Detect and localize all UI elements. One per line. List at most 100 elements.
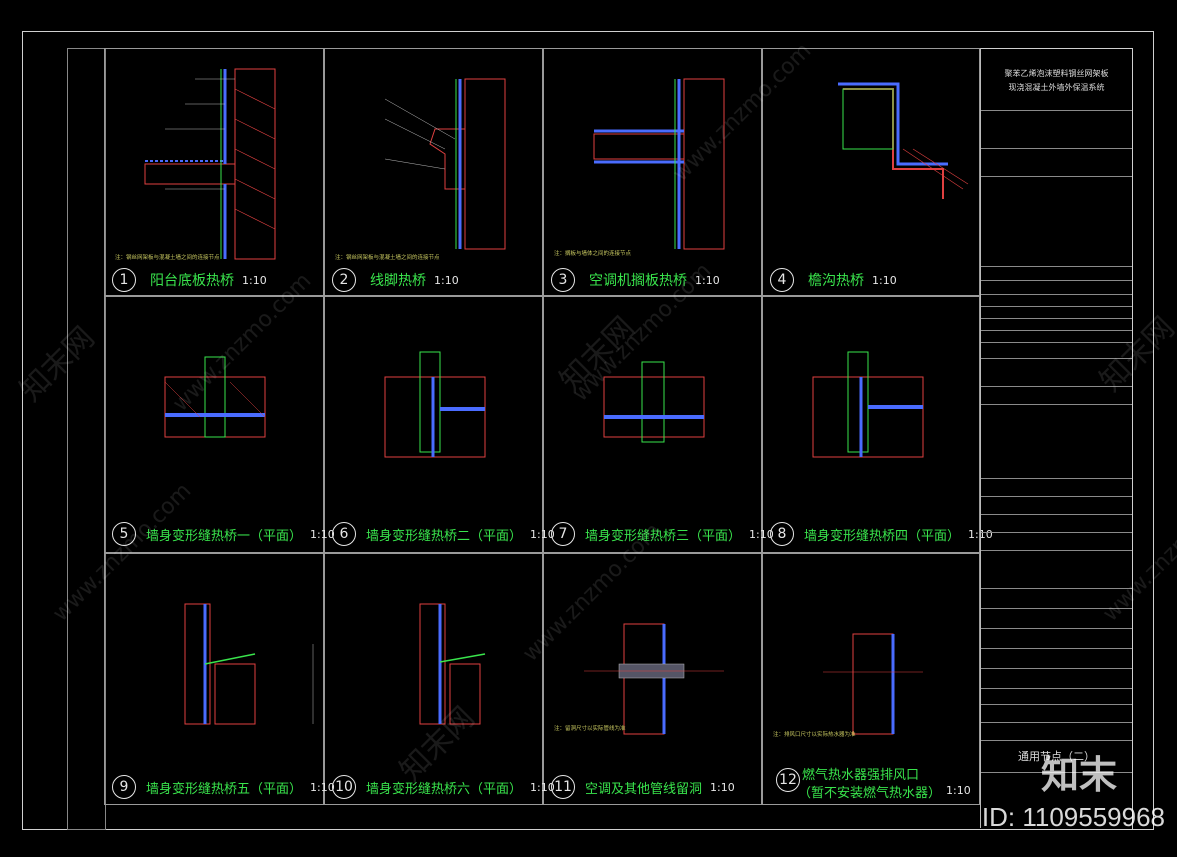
detail-title-row-1: 1 阳台底板热桥 1:10 bbox=[104, 267, 324, 293]
detail-number-7: 7 bbox=[551, 522, 575, 546]
detail-title-8: 墙身变形缝热桥四（平面） bbox=[804, 528, 961, 544]
binding-strip bbox=[67, 48, 106, 830]
detail-title-row-7: 7 墙身变形缝热桥三（平面） 1:10 bbox=[543, 521, 774, 547]
title-block-row bbox=[981, 550, 1132, 551]
detail-drawing-7 bbox=[603, 361, 705, 443]
detail-cell-11: 注：留洞尺寸以实际管线为准 bbox=[543, 553, 762, 805]
title-block-row bbox=[981, 772, 1132, 773]
detail-title-row-5: 5 墙身变形缝热桥一（平面） 1:10 bbox=[104, 521, 335, 547]
title-block-row bbox=[981, 318, 1132, 319]
detail-scale-6: 1:10 bbox=[530, 527, 555, 541]
detail-scale-3: 1:10 bbox=[695, 273, 720, 287]
detail-drawing-11 bbox=[584, 623, 724, 735]
detail-title-row-11: 11 空调及其他管线留洞 1:10 bbox=[543, 774, 762, 800]
detail-title-row-9: 9 墙身变形缝热桥五（平面） 1:10 bbox=[104, 774, 335, 800]
detail-title-12: 燃气热水器强排风口 bbox=[802, 768, 920, 783]
title-block-row bbox=[981, 722, 1132, 723]
detail-title-row-2: 2 线脚热桥 1:10 bbox=[324, 267, 543, 293]
detail-note-1: 注：钢丝网架板与混凝土墙之间的连接节点 bbox=[115, 255, 220, 261]
title-block-row bbox=[981, 294, 1132, 295]
detail-note-3: 注：搁板与墙体之间的连接节点 bbox=[554, 251, 632, 257]
detail-number-9: 9 bbox=[112, 775, 136, 799]
title-block-row bbox=[981, 110, 1132, 111]
title-block-row bbox=[981, 176, 1132, 177]
detail-number-5: 5 bbox=[112, 522, 136, 546]
title-block-row bbox=[981, 266, 1132, 267]
detail-cell-4 bbox=[762, 48, 980, 296]
detail-cell-9 bbox=[104, 553, 324, 805]
detail-number-2: 2 bbox=[332, 268, 356, 292]
detail-title-block-12: 12 燃气热水器强排风口 （暂不安装燃气热水器） 1:10 bbox=[762, 760, 980, 802]
title-block-row bbox=[981, 280, 1132, 281]
title-block-row bbox=[981, 588, 1132, 589]
logo: 知末 bbox=[1040, 753, 1117, 797]
detail-note-12: 注：排风口尺寸以实际热水器为准 bbox=[773, 732, 856, 738]
title-block-row bbox=[981, 330, 1132, 331]
title-block-row bbox=[981, 608, 1132, 609]
detail-drawing-4 bbox=[838, 82, 969, 199]
detail-drawing-12 bbox=[823, 633, 923, 735]
detail-title-row-10: 10 墙身变形缝热桥六（平面） 1:10 bbox=[324, 774, 555, 800]
title-block-row bbox=[981, 514, 1132, 515]
detail-number-10: 10 bbox=[332, 775, 356, 799]
detail-scale-7: 1:10 bbox=[749, 527, 774, 541]
title-block-row bbox=[981, 648, 1132, 649]
detail-title-6: 墙身变形缝热桥二（平面） bbox=[366, 528, 523, 544]
detail-drawing-5 bbox=[164, 356, 266, 438]
detail-cell-3: 注：搁板与墙体之间的连接节点 bbox=[543, 48, 762, 296]
detail-drawing-8 bbox=[812, 351, 924, 458]
detail-title-row-6: 6 墙身变形缝热桥二（平面） 1:10 bbox=[324, 521, 555, 547]
detail-number-11: 11 bbox=[551, 775, 575, 799]
project-name-line2: 现浇混凝土外墙外保温系统 bbox=[1008, 83, 1105, 92]
title-block-row bbox=[981, 688, 1132, 689]
title-block-row bbox=[981, 668, 1132, 669]
title-block-row bbox=[981, 532, 1132, 533]
title-block: 聚苯乙烯泡沫塑料钢丝网架板 现浇混凝土外墙外保温系统 通用节点（二） bbox=[980, 48, 1132, 828]
detail-drawing-3 bbox=[593, 78, 725, 250]
detail-drawing-2 bbox=[384, 78, 506, 250]
detail-title-1: 阳台底板热桥 bbox=[150, 273, 234, 289]
title-block-row bbox=[981, 740, 1132, 741]
detail-scale-10: 1:10 bbox=[530, 780, 555, 794]
detail-number-4: 4 bbox=[770, 268, 794, 292]
detail-title-11: 空调及其他管线留洞 bbox=[585, 781, 703, 797]
detail-title-2: 线脚热桥 bbox=[370, 273, 426, 289]
detail-title-row-4: 4 檐沟热桥 1:10 bbox=[762, 267, 980, 293]
title-block-row bbox=[981, 358, 1132, 359]
detail-number-12: 12 bbox=[776, 768, 800, 792]
image-id: ID: 1109559968 bbox=[981, 802, 1165, 832]
detail-cell-2: 注：钢丝网架板与混凝土墙之间的连接节点 bbox=[324, 48, 543, 296]
detail-cell-7 bbox=[543, 296, 762, 553]
title-block-row bbox=[981, 386, 1132, 387]
detail-title-4: 檐沟热桥 bbox=[808, 273, 864, 289]
detail-cell-8 bbox=[762, 296, 980, 553]
detail-title-12-line2: （暂不安装燃气热水器） bbox=[798, 786, 942, 801]
detail-title-3: 空调机搁板热桥 bbox=[589, 273, 687, 289]
detail-cell-1: 注：钢丝网架板与混凝土墙之间的连接节点 bbox=[104, 48, 324, 296]
title-block-row bbox=[981, 628, 1132, 629]
sheet-name: 通用节点（二） bbox=[1018, 750, 1095, 763]
detail-title-9: 墙身变形缝热桥五（平面） bbox=[146, 781, 303, 797]
detail-scale-1: 1:10 bbox=[242, 273, 267, 287]
detail-note-11: 注：留洞尺寸以实际管线为准 bbox=[554, 726, 626, 732]
title-block-row bbox=[981, 496, 1132, 497]
detail-number-1: 1 bbox=[112, 268, 136, 292]
title-block-row bbox=[981, 148, 1132, 149]
detail-cell-5 bbox=[104, 296, 324, 553]
title-block-row bbox=[981, 478, 1132, 479]
title-block-row bbox=[981, 404, 1132, 405]
title-block-row bbox=[981, 342, 1132, 343]
detail-scale-11: 1:10 bbox=[710, 780, 735, 794]
detail-scale-4: 1:10 bbox=[872, 273, 897, 287]
detail-title-7: 墙身变形缝热桥三（平面） bbox=[585, 528, 742, 544]
title-block-row bbox=[981, 306, 1132, 307]
detail-title-row-8: 8 墙身变形缝热桥四（平面） 1:10 bbox=[762, 521, 993, 547]
detail-drawing-10 bbox=[419, 603, 486, 725]
title-block-row bbox=[981, 704, 1132, 705]
detail-number-6: 6 bbox=[332, 522, 356, 546]
detail-cell-12: 注：排风口尺寸以实际热水器为准 bbox=[762, 553, 980, 805]
detail-scale-2: 1:10 bbox=[434, 273, 459, 287]
project-name-line1: 聚苯乙烯泡沫塑料钢丝网架板 bbox=[1004, 69, 1109, 78]
detail-drawing-1 bbox=[144, 68, 276, 260]
detail-drawing-9 bbox=[184, 603, 314, 725]
